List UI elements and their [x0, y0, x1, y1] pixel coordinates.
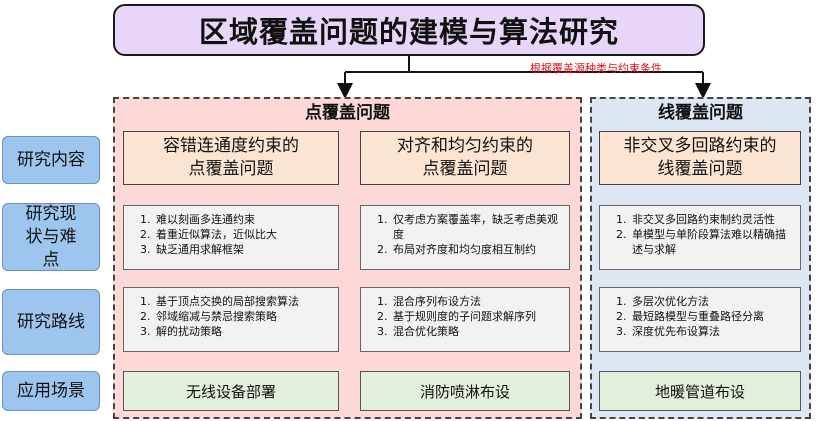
- list-item: 着重近似算法，近似比大: [154, 227, 332, 242]
- list-item: 最短路模型与重叠路径分离: [630, 309, 794, 324]
- route-box-1: 基于顶点交换的局部搜索算法 邻域缩减与禁忌搜索策略 解的扰动策略: [123, 287, 339, 352]
- list-item: 难以刻画多连通约束: [154, 212, 332, 227]
- content-box-2: 对齐和均匀约束的点覆盖问题: [360, 131, 570, 185]
- app-box-2: 消防喷淋布设: [360, 371, 570, 411]
- status-box-1: 难以刻画多连通约束 着重近似算法，近似比大 缺乏通用求解框架: [123, 205, 339, 270]
- row-label-route: 研究路线: [2, 289, 100, 355]
- list-item: 布局对齐度和均匀度相互制约: [391, 242, 563, 257]
- point-coverage-title: 点覆盖问题: [305, 103, 390, 123]
- list-item: 混合序列布设方法: [391, 294, 563, 309]
- list-item: 单模型与单阶段算法难以精确描述与求解: [630, 227, 794, 257]
- content-box-3: 非交叉多回路约束的线覆盖问题: [599, 131, 801, 185]
- list-item: 基于顶点交换的局部搜索算法: [154, 294, 332, 309]
- list-item: 邻域缩减与禁忌搜索策略: [154, 309, 332, 324]
- status-box-2: 仅考虑方案覆盖率，缺乏考虑美观度 布局对齐度和均匀度相互制约: [360, 205, 570, 270]
- list-item: 多层次优化方法: [630, 294, 794, 309]
- list-item: 缺乏通用求解框架: [154, 242, 332, 257]
- list-item: 仅考虑方案覆盖率，缺乏考虑美观度: [391, 212, 563, 242]
- app-box-3: 地暖管道布设: [599, 371, 801, 411]
- list-item: 基于规则度的子问题求解序列: [391, 309, 563, 324]
- list-item: 解的扰动策略: [154, 324, 332, 339]
- row-label-app: 应用场景: [2, 371, 100, 411]
- app-box-1: 无线设备部署: [123, 371, 339, 411]
- route-box-3: 多层次优化方法 最短路模型与重叠路径分离 深度优先布设算法: [599, 287, 801, 352]
- list-item: 非交叉多回路约束制约灵活性: [630, 212, 794, 227]
- connector-label: 根据覆盖源种类与约束条件: [530, 62, 662, 75]
- row-label-status: 研究现状与难点: [2, 203, 100, 271]
- diagram-title: 区域覆盖问题的建模与算法研究: [113, 4, 705, 56]
- list-item: 深度优先布设算法: [630, 324, 794, 339]
- list-item: 混合优化策略: [391, 324, 563, 339]
- row-label-content: 研究内容: [2, 136, 100, 184]
- content-box-1: 容错连通度约束的点覆盖问题: [123, 131, 339, 185]
- line-coverage-title: 线覆盖问题: [658, 103, 743, 123]
- route-box-2: 混合序列布设方法 基于规则度的子问题求解序列 混合优化策略: [360, 287, 570, 352]
- status-box-3: 非交叉多回路约束制约灵活性 单模型与单阶段算法难以精确描述与求解: [599, 205, 801, 270]
